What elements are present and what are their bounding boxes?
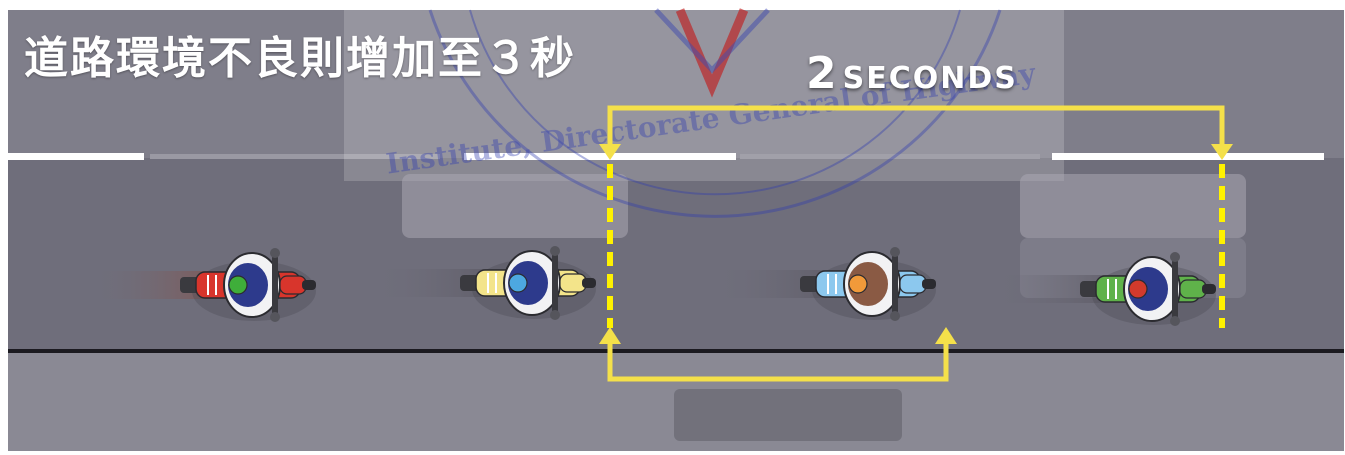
front-wheel	[582, 278, 596, 288]
bottom-label-box	[674, 389, 902, 441]
diagram-title: 道路環境不良則增加至３秒	[24, 33, 576, 84]
arrow-up-icon	[599, 327, 621, 344]
riders-layer	[90, 246, 1216, 326]
arrow-down-icon	[1211, 144, 1233, 160]
front-wheel	[922, 279, 936, 289]
lane-dash-faint	[740, 154, 1040, 159]
mirror	[1170, 252, 1180, 262]
rider-red	[90, 248, 316, 322]
mirror	[890, 311, 900, 321]
upper-roadway	[8, 10, 1344, 160]
helmet	[1128, 279, 1148, 299]
arrow-down-icon	[599, 144, 621, 160]
mirror	[1170, 316, 1180, 326]
arrow-up-icon	[935, 327, 957, 344]
handlebar	[892, 254, 898, 314]
front-wheel	[1202, 284, 1216, 294]
lane-dash	[1052, 153, 1324, 160]
mirror	[270, 312, 280, 322]
front-wheel	[302, 280, 316, 290]
mirror	[270, 248, 280, 258]
timing-number: 2	[806, 48, 837, 99]
rider-blue	[710, 247, 936, 321]
lane-dash-faint	[150, 154, 440, 159]
mirror	[890, 247, 900, 257]
helmet	[848, 274, 868, 294]
label-placeholder-box	[1020, 174, 1246, 238]
rider-jacket	[848, 262, 888, 306]
helmet	[508, 273, 528, 293]
rider-yellow	[370, 246, 596, 320]
handlebar	[552, 253, 558, 313]
two-second-gap-bracket	[599, 105, 1233, 160]
rider-green	[990, 252, 1216, 326]
handlebar	[272, 255, 278, 315]
rider-gap-bracket	[599, 327, 957, 382]
label-placeholder-box	[402, 174, 628, 238]
lane-dash	[464, 153, 736, 160]
mirror	[550, 310, 560, 320]
rider-jacket	[1128, 267, 1168, 311]
handlebar	[1172, 259, 1178, 319]
mirror	[550, 246, 560, 256]
helmet	[228, 275, 248, 295]
road-edge-line	[8, 349, 1344, 353]
timing-unit: SECONDS	[842, 61, 1018, 96]
lane-dash	[8, 153, 144, 160]
rider-jacket	[228, 263, 268, 307]
rider-jacket	[508, 261, 548, 305]
caption-overlay-panel	[344, 10, 1064, 181]
